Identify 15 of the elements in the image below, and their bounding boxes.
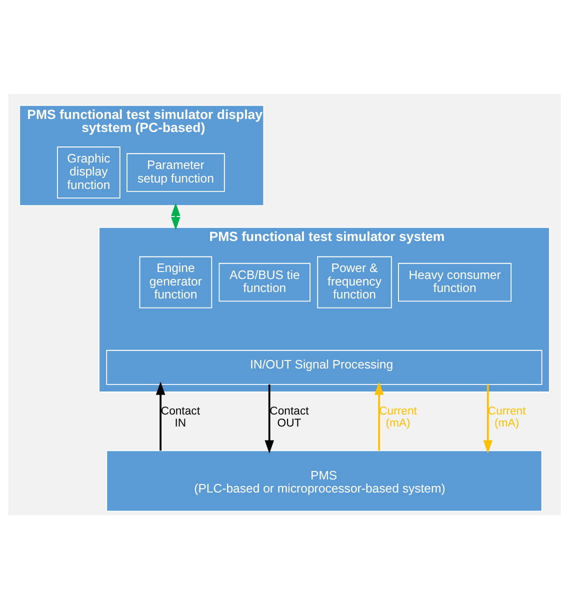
node-box: ACB/BUS tie function <box>218 262 311 302</box>
node-box: Parameter setup function <box>126 152 225 192</box>
edge-label: Contact IN <box>160 404 200 430</box>
arrow <box>374 381 384 450</box>
node-box: Graphic display function <box>56 146 120 198</box>
node-box: Power & frequency function <box>317 256 392 308</box>
arrow <box>264 384 274 454</box>
node-box: Engine generator function <box>139 256 212 308</box>
arrow <box>171 202 180 230</box>
edge-label: Current (mA) <box>379 404 417 430</box>
node-box: IN/OUT Signal Processing <box>106 349 542 384</box>
arrow <box>483 384 493 454</box>
arrow <box>156 381 166 450</box>
node-box: PMS (PLC-based or microprocessor-based system) <box>106 450 542 512</box>
node-box: Heavy consumer function <box>398 262 512 302</box>
